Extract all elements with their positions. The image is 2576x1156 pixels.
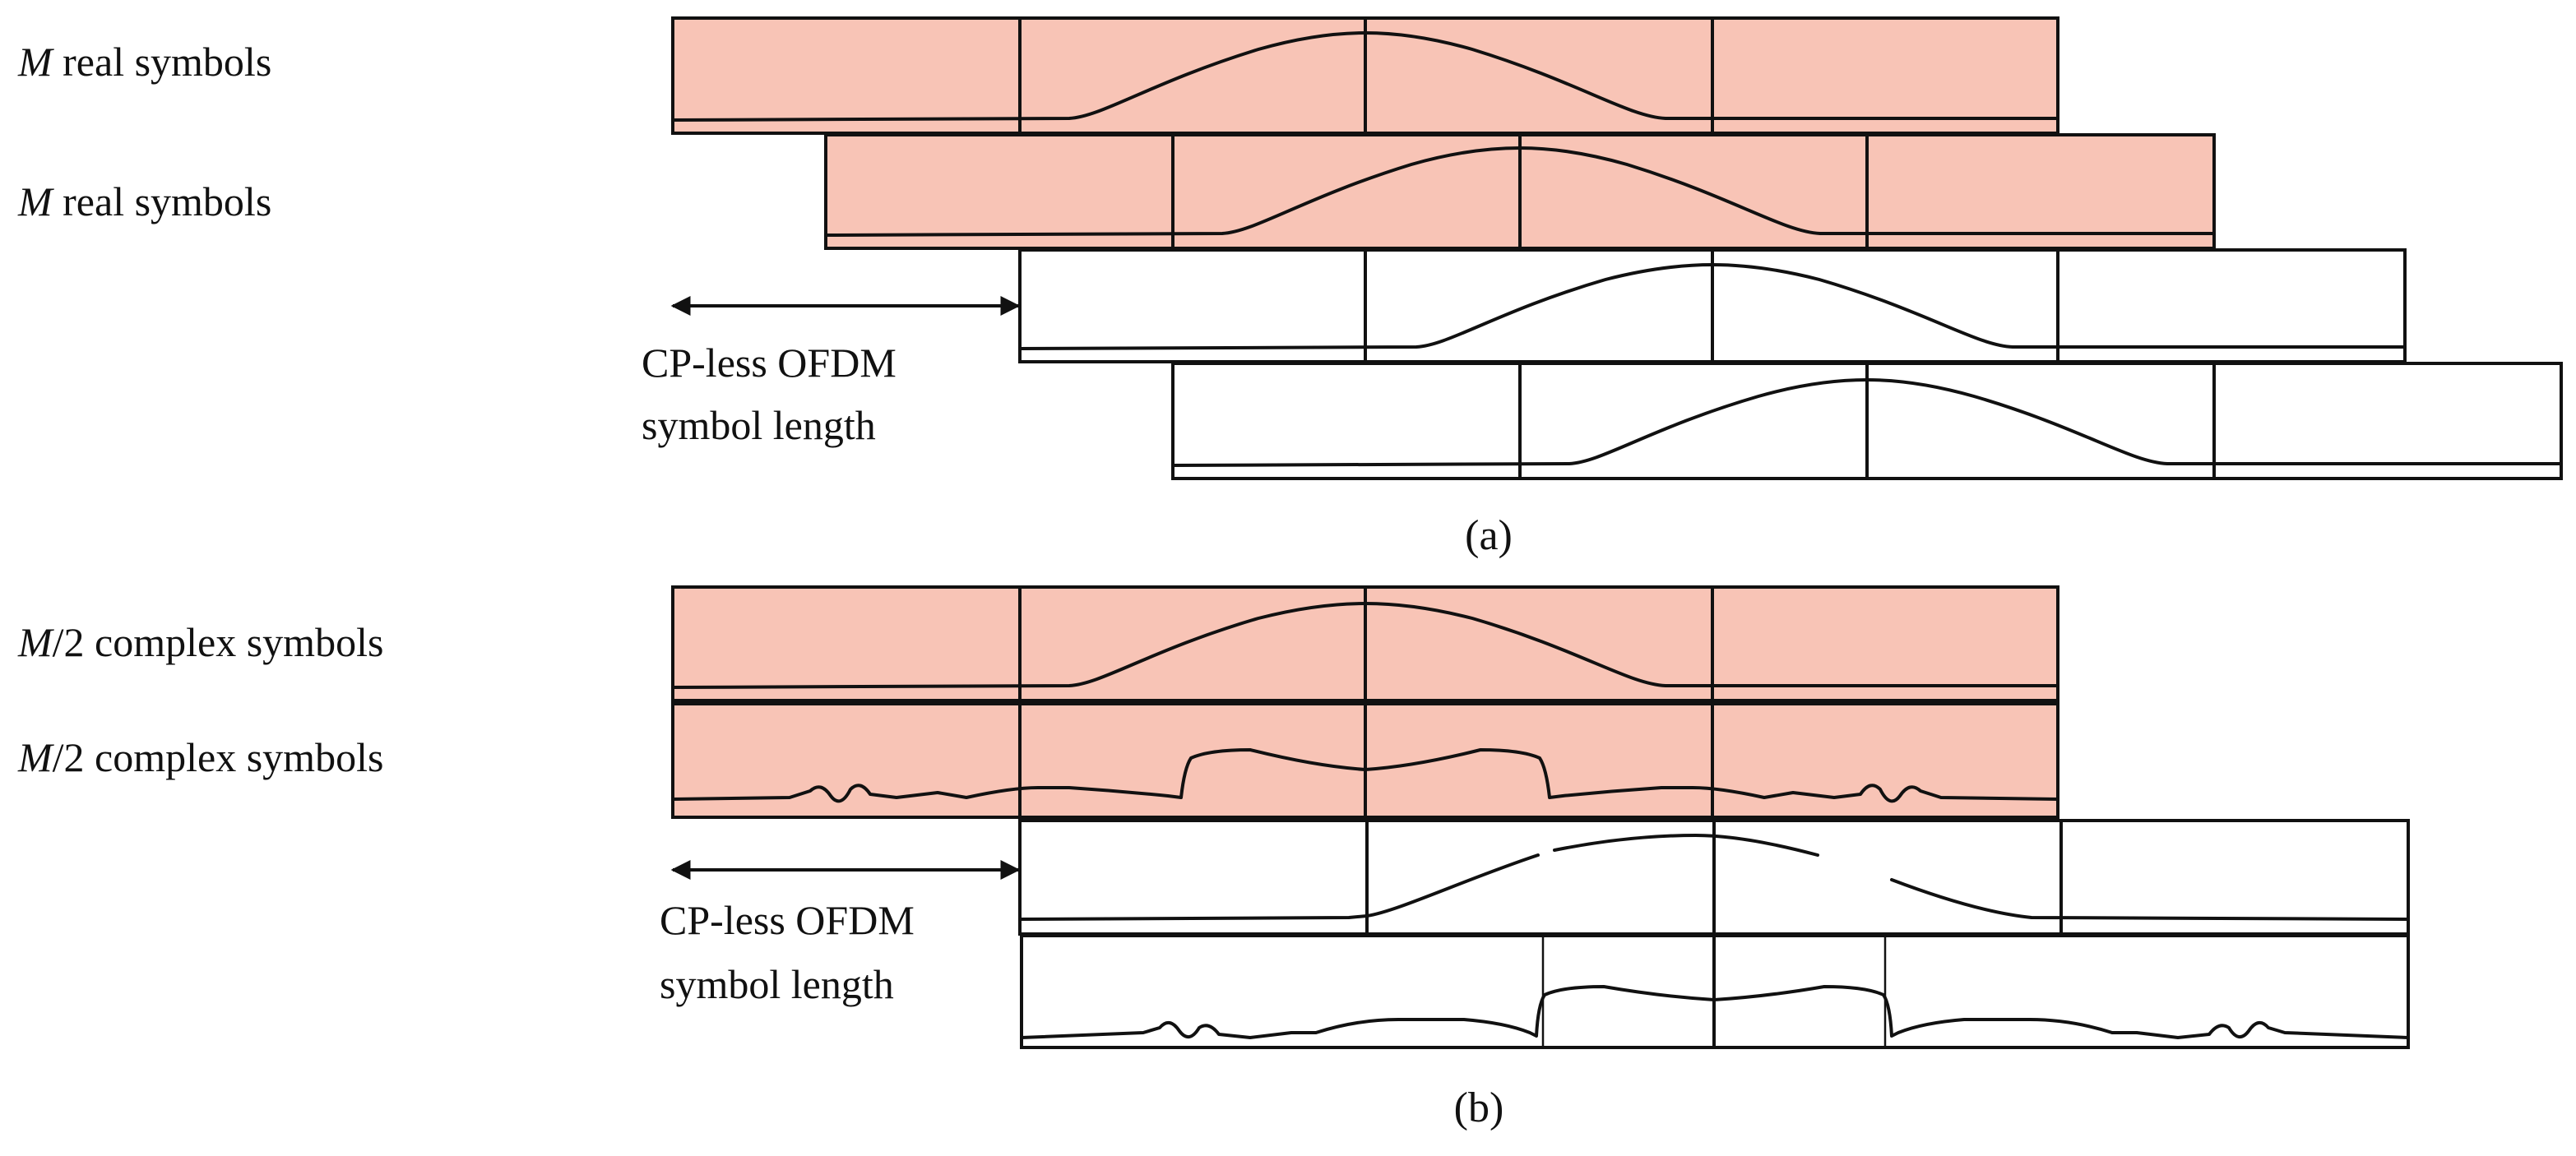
panel-b-row2-label: M/2 complex symbols [17, 734, 383, 780]
panel-b-length-label-line1: CP-less OFDM [660, 897, 915, 943]
panel-a-length-label-line1: CP-less OFDM [642, 340, 897, 386]
prototype-pulse [1171, 378, 2563, 467]
prototype-pulse [671, 31, 2059, 122]
prototype-pulse [1890, 878, 2410, 921]
panel-b-row-1 [671, 585, 2059, 702]
prototype-pulse [1018, 853, 1540, 921]
panel-a-row-2 [824, 133, 2216, 250]
prototype-pulse [671, 602, 2059, 689]
panel-b-row-2 [671, 702, 2059, 819]
panel-a-row-3 [1018, 248, 2407, 363]
panel-a-row2-label: M real symbols [17, 178, 271, 224]
imaginary-pulse [671, 748, 2059, 803]
panel-b-row1-label: M/2 complex symbols [17, 619, 383, 665]
prototype-pulse [1553, 834, 1819, 857]
panel-b: M/2 complex symbols M/2 complex symbols [17, 585, 2410, 1131]
prototype-pulse [824, 146, 2216, 237]
panel-a-row-4 [1171, 362, 2563, 480]
panel-a-caption: (a) [1465, 512, 1513, 559]
panel-b-caption: (b) [1454, 1084, 1504, 1131]
panel-a: M real symbols M real symbols [17, 16, 2563, 559]
panel-b-length-label-line2: symbol length [660, 961, 894, 1007]
prototype-pulse [1018, 263, 2407, 350]
imaginary-pulse [1020, 985, 2410, 1039]
panel-b-row-4 [1020, 934, 2410, 1049]
panel-a-length-label-line2: symbol length [642, 402, 876, 448]
panel-a-row1-label: M real symbols [17, 39, 271, 85]
panel-b-row-3 [1018, 819, 2410, 936]
panel-a-row-1 [671, 16, 2059, 135]
